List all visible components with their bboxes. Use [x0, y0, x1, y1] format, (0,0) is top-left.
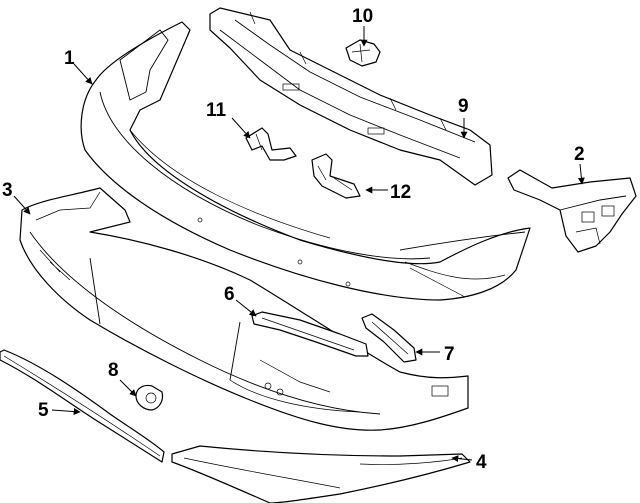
callout-12: 12	[390, 182, 411, 203]
part-11-bracket	[245, 127, 297, 161]
callout-8: 8	[108, 360, 119, 381]
part-6-trim-strip	[251, 311, 369, 357]
part-5-molding-strip	[0, 349, 165, 463]
callout-5: 5	[38, 400, 49, 421]
callout-2: 2	[574, 144, 585, 165]
callout-6: 6	[224, 284, 235, 305]
callout-4: 4	[476, 452, 487, 473]
callout-11: 11	[206, 100, 227, 121]
part-8-sensor	[135, 384, 164, 411]
callout-9: 9	[458, 96, 469, 117]
part-3-lower-bumper	[19, 187, 469, 431]
part-12-bracket	[311, 153, 361, 199]
part-4-lower-lip	[171, 445, 471, 503]
callout-labels: 1 2 3 4 5 6 7 8 9 10 11 12	[2, 6, 585, 473]
callout-1: 1	[64, 48, 75, 69]
leader-lines	[13, 26, 585, 463]
callout-7: 7	[444, 344, 455, 365]
part-2-side-bracket	[507, 169, 637, 253]
part-7-reflector-trim	[361, 313, 417, 363]
part-10-clip	[345, 39, 381, 67]
part-1-bumper-cover	[80, 21, 531, 301]
part-9-reinforcement	[209, 7, 493, 186]
callout-3: 3	[2, 180, 13, 201]
callout-10: 10	[352, 6, 373, 27]
